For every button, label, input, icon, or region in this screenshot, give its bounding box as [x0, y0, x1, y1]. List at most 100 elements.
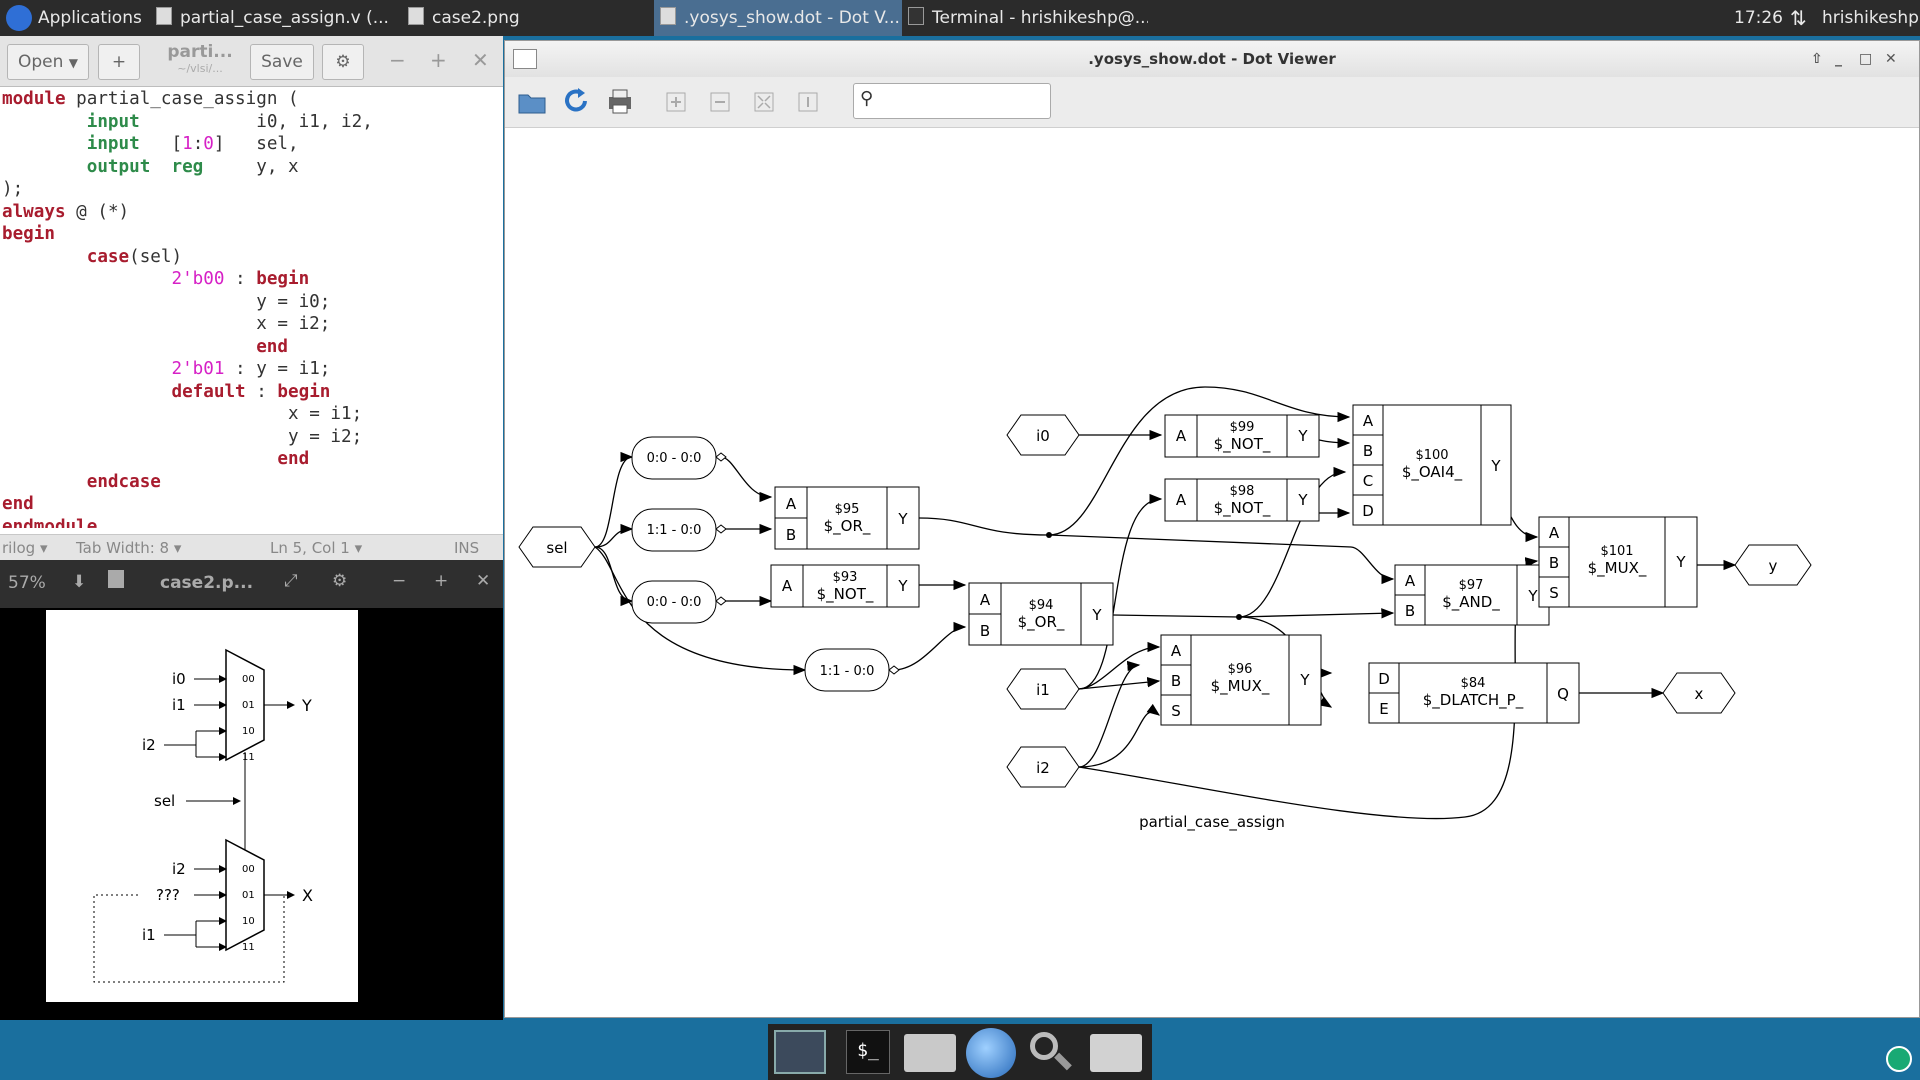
code-line[interactable]: case(sel) — [86, 246, 183, 267]
web-browser-icon[interactable] — [966, 1028, 1016, 1078]
maximize-icon[interactable]: □ — [1859, 51, 1873, 67]
tab-width-selector[interactable]: Tab Width: 8 ▾ — [76, 539, 182, 557]
port-sel[interactable]: sel — [518, 526, 596, 568]
search-input[interactable]: ⚲ — [853, 83, 1051, 119]
code-line[interactable]: x = i1; — [288, 404, 363, 424]
dock: $_ — [768, 1024, 1152, 1080]
language-selector[interactable]: rilog ▾ — [2, 539, 48, 557]
cell-99-not[interactable]: A $99 $_NOT_ Y — [1164, 414, 1320, 458]
code-line[interactable]: end — [2, 494, 34, 514]
svg-text:i0: i0 — [1036, 427, 1050, 445]
window-menu-icon[interactable] — [513, 49, 537, 69]
code-line[interactable]: module partial_case_assign ( — [2, 89, 299, 109]
shade-icon[interactable]: ⇧ — [1811, 51, 1823, 67]
fullscreen-icon[interactable]: ⤢ — [284, 571, 298, 591]
code-line[interactable]: default : begin — [171, 381, 331, 402]
svg-text:Y: Y — [1675, 553, 1686, 571]
svg-text:$_NOT_: $_NOT_ — [1214, 435, 1271, 454]
open-button[interactable]: Open ▼ — [7, 44, 89, 80]
task-terminal[interactable]: Terminal - hrishikeshp@... — [908, 0, 1148, 36]
cell-94-or[interactable]: A B $94 $_OR_ Y — [968, 582, 1114, 646]
cursor-position[interactable]: Ln 5, Col 1 ▾ — [270, 539, 363, 557]
task-gedit[interactable]: partial_case_assign.v (... — [156, 0, 396, 36]
files-folder-icon[interactable] — [1090, 1034, 1142, 1072]
zoom-level[interactable]: 57% — [8, 573, 46, 593]
cell-97-and[interactable]: A B $97 $_AND_ Y — [1394, 564, 1550, 626]
search-app-icon[interactable] — [1026, 1030, 1076, 1080]
settings-gear-icon[interactable]: ⚙ — [322, 44, 364, 80]
slice-node[interactable]: 0:0 - 0:0 — [631, 436, 727, 480]
code-line[interactable]: ); — [2, 179, 24, 199]
zoom-in-icon[interactable] — [661, 87, 691, 117]
close-icon[interactable]: ✕ — [1885, 51, 1897, 67]
code-line[interactable]: x = i2; — [256, 314, 331, 334]
slice-node[interactable]: 1:1 - 0:0 — [804, 648, 900, 692]
code-line[interactable]: end — [256, 336, 288, 357]
code-line[interactable]: begin — [2, 224, 55, 244]
cell-84-dlatch[interactable]: D E $84 $_DLATCH_P_ Q — [1368, 662, 1580, 724]
code-line[interactable]: y = i0; — [256, 291, 331, 312]
code-line[interactable]: 2'b01 : y = i1; — [171, 359, 331, 379]
cell-93-not[interactable]: A $93 $_NOT_ Y — [770, 564, 920, 608]
code-line[interactable]: endmodule — [2, 516, 98, 529]
code-line[interactable]: 2'b00 : begin — [171, 269, 310, 289]
code-editor[interactable]: module partial_case_assign ( input i0, i… — [2, 88, 502, 528]
show-desktop-icon[interactable] — [774, 1030, 826, 1074]
new-tab-button[interactable]: + — [98, 44, 140, 80]
maximize-icon[interactable]: + — [434, 571, 449, 591]
port-y[interactable]: y — [1734, 544, 1812, 586]
code-line[interactable]: end — [277, 449, 310, 469]
grammarly-icon[interactable] — [1886, 1046, 1912, 1072]
gallery-icon[interactable] — [108, 570, 124, 588]
port-x[interactable]: x — [1662, 672, 1736, 714]
clock[interactable]: 17:26 — [1734, 8, 1783, 28]
print-icon[interactable] — [605, 87, 635, 117]
text-editor-window: Open ▼ + parti... ~/vlsi/... Save ⚙ − + … — [0, 36, 503, 561]
window-title: .yosys_show.dot - Dot Viewer — [1088, 50, 1336, 68]
zoom-100-icon[interactable] — [793, 87, 823, 117]
cell-95-or[interactable]: A B $95 $_OR_ Y — [774, 486, 920, 550]
port-i0[interactable]: i0 — [1006, 414, 1080, 456]
task-image-viewer[interactable]: case2.png — [408, 0, 648, 36]
mux-bottom-input: ??? — [156, 886, 180, 904]
slice-node[interactable]: 1:1 - 0:0 — [631, 508, 727, 552]
zoom-down-icon[interactable]: ⬇ — [72, 572, 87, 592]
port-i2[interactable]: i2 — [1006, 746, 1080, 788]
close-icon[interactable]: ✕ — [476, 571, 491, 591]
svg-text:$96: $96 — [1228, 662, 1253, 677]
code-line[interactable]: output reg y, x — [86, 156, 299, 177]
port-i1[interactable]: i1 — [1006, 668, 1080, 710]
user-menu[interactable]: hrishikeshp — [1822, 8, 1919, 28]
zoom-fit-icon[interactable] — [749, 87, 779, 117]
open-folder-icon[interactable] — [517, 87, 547, 117]
maximize-icon[interactable]: + — [430, 48, 447, 72]
cell-96-mux[interactable]: A B S $96 $_MUX_ Y — [1160, 634, 1322, 726]
cell-98-not[interactable]: A $98 $_NOT_ Y — [1164, 478, 1320, 522]
code-line[interactable]: input i0, i1, i2, — [86, 111, 373, 132]
terminal-launcher-icon[interactable]: $_ — [846, 1030, 890, 1074]
graph-canvas[interactable]: sel i0 i1 i2 y x — [505, 127, 1919, 1017]
cell-100-oai4[interactable]: A B C D $100 $_OAI4_ Y — [1352, 404, 1512, 526]
mux-top-label: 11 — [242, 752, 255, 763]
network-icon[interactable]: ⇅ — [1790, 6, 1807, 30]
minimize-icon[interactable]: − — [389, 48, 406, 72]
settings-gear-icon[interactable]: ⚙ — [332, 571, 348, 591]
svg-text:$99: $99 — [1230, 420, 1255, 435]
code-line[interactable]: y = i2; — [288, 426, 363, 447]
cell-101-mux[interactable]: A B S $101 $_MUX_ Y — [1538, 516, 1698, 608]
slice-node[interactable]: 0:0 - 0:0 — [631, 580, 727, 624]
code-line[interactable]: always @ (*) — [2, 201, 130, 222]
svg-text:Y: Y — [897, 577, 908, 595]
applications-menu[interactable]: Applications — [0, 0, 150, 36]
code-line[interactable]: endcase — [86, 471, 161, 492]
home-folder-icon[interactable] — [904, 1034, 956, 1072]
code-line[interactable]: input [1:0] sel, — [86, 134, 299, 154]
close-icon[interactable]: ✕ — [472, 48, 489, 72]
zoom-out-icon[interactable] — [705, 87, 735, 117]
minimize-icon[interactable]: _ — [1835, 51, 1842, 67]
minimize-icon[interactable]: − — [392, 571, 407, 591]
reload-icon[interactable] — [561, 87, 591, 117]
svg-text:A: A — [1176, 491, 1187, 509]
save-button[interactable]: Save — [250, 44, 314, 80]
task-dot-viewer[interactable]: .yosys_show.dot - Dot V... — [654, 0, 902, 36]
